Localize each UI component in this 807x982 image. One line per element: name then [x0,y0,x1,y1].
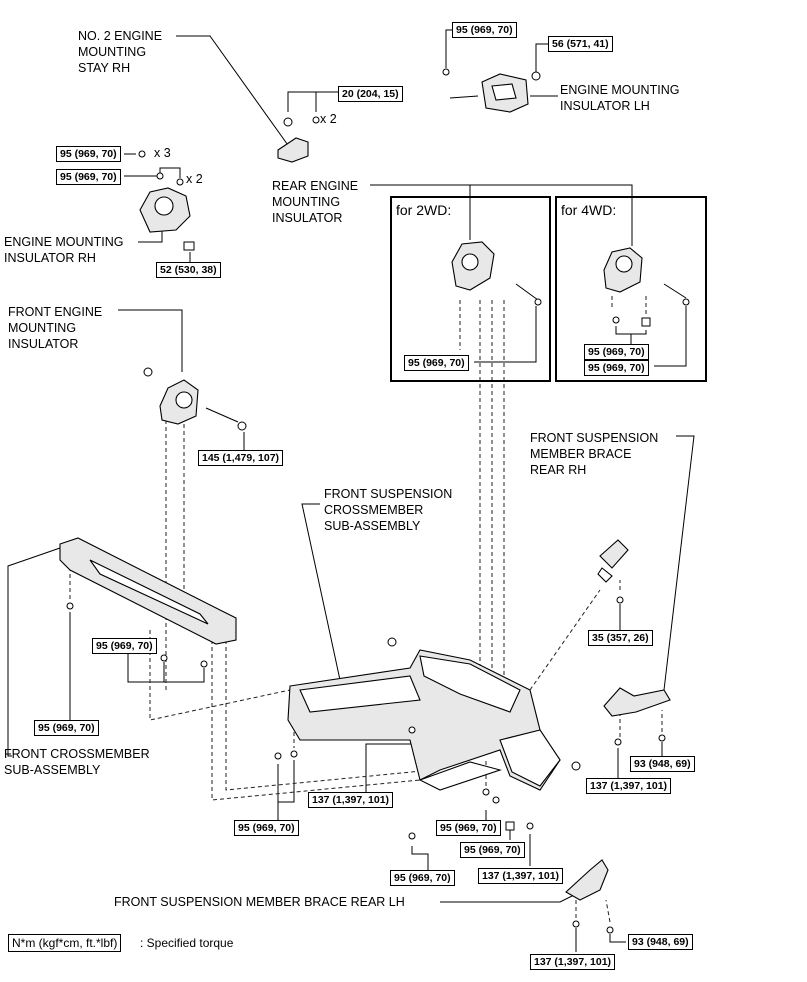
variant-title-2wd: for 2WD: [396,202,452,218]
front-suspension-crossmember-sub-assembly [274,637,581,840]
torque-spec: 95 (969, 70) [584,344,649,360]
torque-spec: 95 (969, 70) [390,870,455,886]
engine-mounting-insulator-rh [138,150,195,251]
torque-spec: 93 (948, 69) [630,756,695,772]
torque-spec: 137 (1,397, 101) [586,778,672,794]
label-front-suspension-crossmember-sub-assembly: FRONT SUSPENSION CROSSMEMBER SUB-ASSEMBL… [324,487,453,533]
torque-spec: 95 (969, 70) [584,360,649,376]
torque-spec: 35 (357, 26) [588,630,653,646]
multiplier-x3: x 3 [154,146,171,160]
variant-box-2wd [390,196,551,382]
brace-rear-lh [565,859,614,934]
torque-spec: 137 (1,397, 101) [308,792,394,808]
torque-spec: 52 (530, 38) [156,262,221,278]
multiplier-x2-rh: x 2 [186,172,203,186]
torque-spec: 95 (969, 70) [436,820,501,836]
variant-box-4wd [555,196,707,382]
steering-joint [597,539,629,604]
label-front-suspension-member-brace-rear-rh: FRONT SUSPENSION MEMBER BRACE REAR RH [530,431,659,477]
legend-unit-box: N*m (kgf*cm, ft.*lbf) [8,934,122,952]
torque-spec: 95 (969, 70) [234,820,299,836]
label-front-suspension-member-brace-rear-lh: FRONT SUSPENSION MEMBER BRACE REAR LH [114,895,405,909]
torque-spec: 56 (571, 41) [548,36,613,52]
multiplier-x2-stay: x 2 [320,112,337,126]
front-crossmember-sub-assembly [59,537,237,668]
label-no2-engine-mounting-stay-rh: NO. 2 ENGINE MOUNTING STAY RH [78,29,163,75]
brace-rear-rh [603,687,671,746]
legend-description: : Specified torque [140,936,234,950]
no2-engine-mounting-stay-rh [277,116,320,163]
label-engine-mounting-insulator-rh: ENGINE MOUNTING INSULATOR RH [4,235,124,265]
label-front-engine-mounting-insulator: FRONT ENGINE MOUNTING INSULATOR [8,305,103,351]
torque-spec: 95 (969, 70) [404,355,469,371]
torque-spec: 95 (969, 70) [452,22,517,38]
torque-spec: 95 (969, 70) [56,169,121,185]
label-rear-engine-mounting-insulator: REAR ENGINE MOUNTING INSULATOR [272,179,359,225]
torque-spec: 95 (969, 70) [460,842,525,858]
torque-spec: 95 (969, 70) [56,146,121,162]
torque-spec: 20 (204, 15) [338,86,403,102]
front-engine-mounting-insulator [143,367,247,431]
torque-spec: 95 (969, 70) [92,638,157,654]
torque-spec: 93 (948, 69) [628,934,693,950]
torque-spec: 137 (1,397, 101) [530,954,616,970]
label-engine-mounting-insulator-lh: ENGINE MOUNTING INSULATOR LH [560,83,680,113]
torque-spec: 95 (969, 70) [34,720,99,736]
engine-mounting-insulator-lh [442,68,541,113]
variant-title-4wd: for 4WD: [561,202,617,218]
torque-spec: 137 (1,397, 101) [478,868,564,884]
dashed-alignment-lines [69,296,663,923]
rear-insulator-4wd [603,247,690,327]
rear-insulator-2wd [451,241,542,306]
label-front-crossmember-sub-assembly: FRONT CROSSMEMBER SUB-ASSEMBLY [4,747,150,777]
torque-spec: 145 (1,479, 107) [198,450,284,466]
